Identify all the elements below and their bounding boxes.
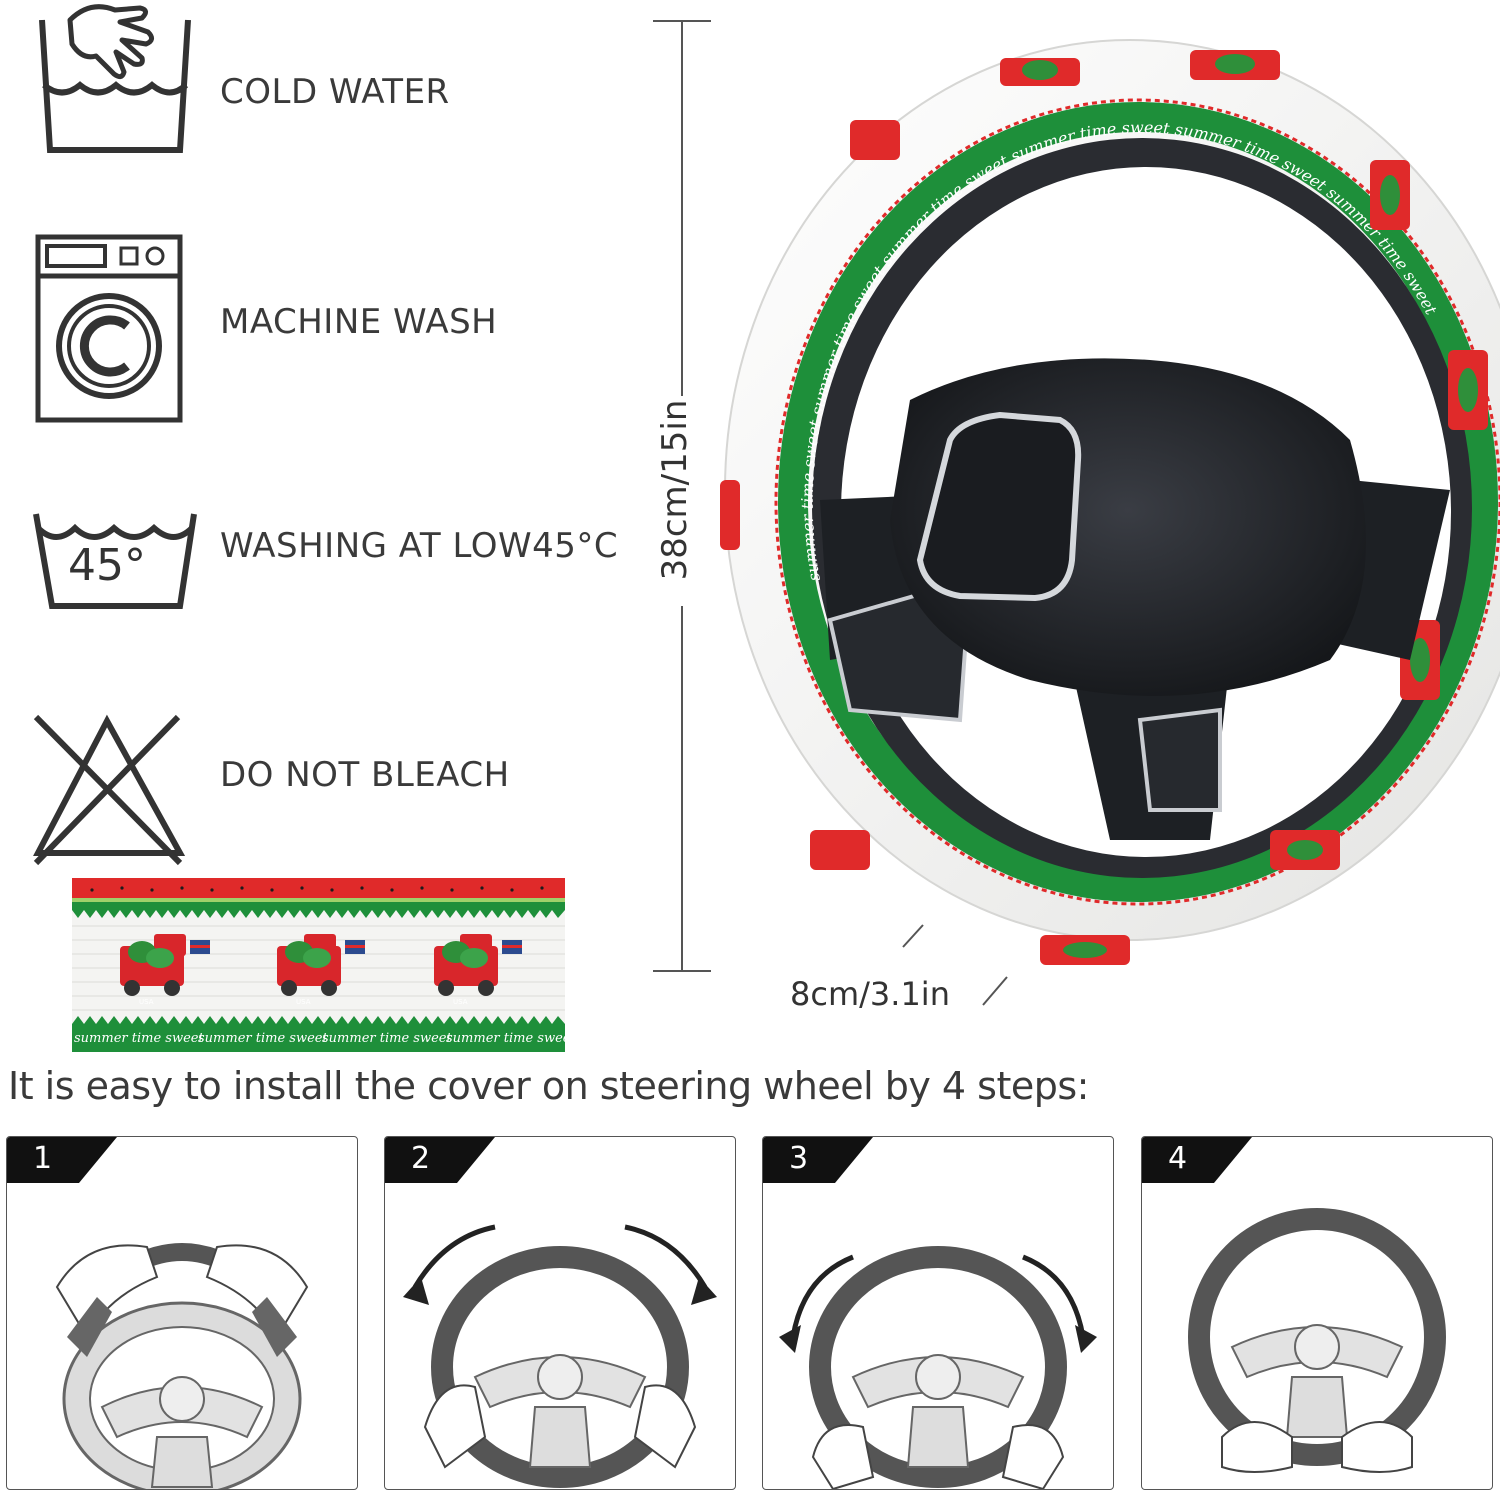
arrow-left-icon: [412, 1224, 496, 1289]
install-step-1: 1: [6, 1136, 358, 1490]
install-step-2: 2: [384, 1136, 736, 1490]
install-step-4: 4: [1141, 1136, 1493, 1490]
care-label-machine-wash: MACHINE WASH: [220, 302, 498, 342]
truck-illustration-2: [277, 934, 365, 996]
strip-flag-text-2: USA: [296, 998, 311, 1006]
strip-text-1: summer time sweet: [74, 1031, 204, 1046]
care-item-cold-water: COLD WATER: [20, 0, 660, 153]
arrow-right-icon: [1022, 1254, 1086, 1338]
width-dimension-marks: [902, 924, 1008, 1006]
step-number-tag: [385, 1137, 495, 1183]
care-item-machine-wash: MACHINE WASH: [20, 230, 660, 423]
steering-wheel-photo: summer time sweet summer time sweet summ…: [720, 39, 1500, 965]
install-step-3: 3: [762, 1136, 1114, 1490]
step-number-tag: [7, 1137, 117, 1183]
height-dimension-cap-bottom: [653, 970, 711, 972]
care-item-no-bleach: DO NOT BLEACH: [20, 705, 660, 866]
width-dimension-label: 8cm/3.1in: [790, 975, 950, 1013]
height-dimension-cap-top: [653, 20, 711, 22]
truck-illustration-1: [120, 934, 210, 996]
care-item-wash-45: 45° WASHING AT LOW45°C: [20, 500, 660, 650]
strip-flag-text-3: USA: [453, 998, 468, 1006]
care-label-wash-45: WASHING AT LOW45°C: [220, 526, 619, 566]
step-number: 4: [1168, 1141, 1188, 1176]
dimension-label-backdrop: [662, 396, 702, 606]
step-4-illustration: [1188, 1208, 1446, 1473]
step-number: 1: [33, 1141, 53, 1176]
cold-water-icon: [39, 4, 191, 153]
strip-text-2: summer time sweet: [198, 1031, 328, 1046]
strip-text-3: summer time sweet: [322, 1031, 452, 1046]
wash-temperature-text: 45°: [68, 540, 146, 591]
do-not-bleach-icon: [33, 714, 186, 866]
step-number: 2: [411, 1141, 431, 1176]
machine-wash-icon: [35, 234, 183, 423]
step-number: 3: [789, 1141, 809, 1176]
step-1-illustration: [55, 1243, 309, 1489]
care-label-no-bleach: DO NOT BLEACH: [220, 755, 510, 795]
height-dimension-label: 38cm/15in: [655, 399, 695, 581]
step-3-illustration: [779, 1246, 1097, 1489]
strip-flag-text-1: USA: [139, 998, 154, 1006]
strip-text-4: summer time sweet: [446, 1031, 565, 1046]
install-heading: It is easy to install the cover on steer…: [8, 1064, 1089, 1108]
care-label-cold-water: COLD WATER: [220, 72, 450, 112]
step-2-illustration: [403, 1224, 717, 1488]
arrow-right-icon: [624, 1224, 708, 1289]
step-number-tag: [1142, 1137, 1252, 1183]
wash-temperature-icon: [33, 513, 197, 609]
truck-illustration-3: [434, 934, 522, 996]
arrow-left-icon: [790, 1254, 854, 1338]
pattern-swatch: USA USA USA summer time sweet summer tim…: [72, 878, 565, 1052]
step-number-tag: [763, 1137, 873, 1183]
